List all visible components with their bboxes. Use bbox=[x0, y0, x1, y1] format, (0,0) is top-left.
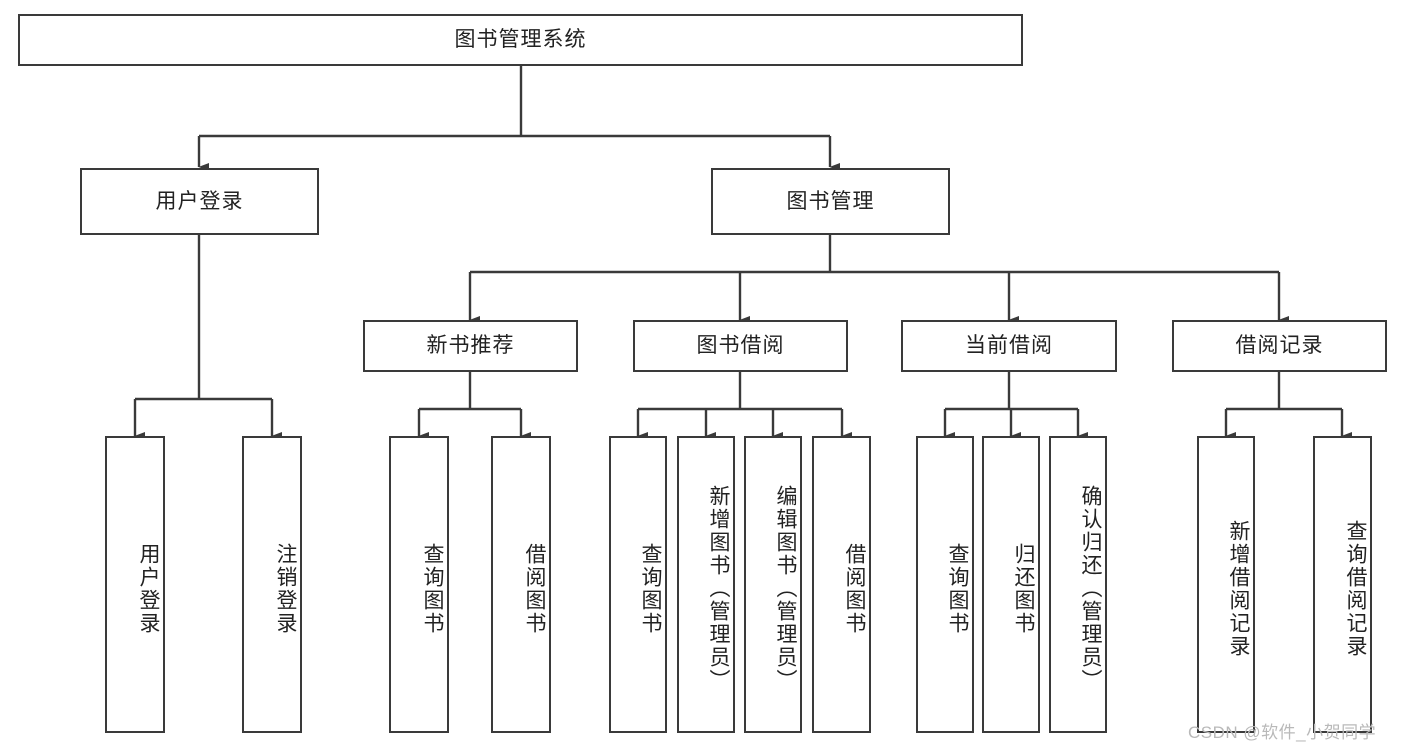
node-leaf-query-book-label: 查询图书 bbox=[639, 542, 662, 635]
csdn-watermark: CSDN @软件_小贺同学 bbox=[1188, 723, 1377, 742]
node-current-borrow[interactable]: 当前借阅 bbox=[901, 320, 1117, 372]
node-leaf-confirm-return-label: 确认归还（管理员） bbox=[1079, 485, 1102, 692]
node-leaf-return-book-label: 归还图书 bbox=[1012, 542, 1035, 635]
node-current-borrow-label: 当前借阅 bbox=[965, 334, 1053, 358]
node-user-login[interactable]: 用户登录 bbox=[80, 168, 319, 235]
node-leaf-user-login-label: 用户登录 bbox=[137, 542, 160, 635]
node-leaf-query-book-cur-label: 查询图书 bbox=[946, 542, 969, 635]
edges-user-login-to-leaves bbox=[133, 235, 283, 441]
node-user-login-label: 用户登录 bbox=[155, 189, 244, 213]
edges-book-borrow-to-leaves bbox=[636, 372, 853, 441]
node-borrow-record-label: 借阅记录 bbox=[1235, 334, 1324, 358]
edges-current-borrow-to-leaves bbox=[943, 372, 1089, 441]
edges-borrow-record-to-leaves bbox=[1224, 372, 1353, 441]
node-book-borrow[interactable]: 图书借阅 bbox=[633, 320, 848, 372]
node-leaf-edit-book[interactable]: 编辑图书（管理员） bbox=[744, 436, 802, 733]
node-leaf-user-logout[interactable]: 注销登录 bbox=[242, 436, 302, 733]
node-book-manage-label: 图书管理 bbox=[786, 189, 875, 213]
node-new-book-recommend-label: 新书推荐 bbox=[426, 334, 515, 358]
node-leaf-borrow-book-rec-label: 借阅图书 bbox=[523, 542, 546, 635]
node-root[interactable]: 图书管理系统 bbox=[18, 14, 1023, 66]
node-leaf-borrow-book-rec[interactable]: 借阅图书 bbox=[491, 436, 551, 733]
node-new-book-recommend[interactable]: 新书推荐 bbox=[363, 320, 578, 372]
node-leaf-query-record-label: 查询借阅记录 bbox=[1344, 519, 1367, 658]
node-leaf-query-book-cur[interactable]: 查询图书 bbox=[916, 436, 974, 733]
node-leaf-add-record[interactable]: 新增借阅记录 bbox=[1197, 436, 1255, 733]
node-leaf-query-book[interactable]: 查询图书 bbox=[609, 436, 667, 733]
node-borrow-record[interactable]: 借阅记录 bbox=[1172, 320, 1387, 372]
node-leaf-return-book[interactable]: 归还图书 bbox=[982, 436, 1040, 733]
node-leaf-add-record-label: 新增借阅记录 bbox=[1227, 519, 1250, 658]
node-leaf-query-book-rec[interactable]: 查询图书 bbox=[389, 436, 449, 733]
node-leaf-query-record[interactable]: 查询借阅记录 bbox=[1313, 436, 1372, 733]
node-leaf-user-login[interactable]: 用户登录 bbox=[105, 436, 165, 733]
node-book-manage[interactable]: 图书管理 bbox=[711, 168, 950, 235]
node-leaf-borrow-book[interactable]: 借阅图书 bbox=[812, 436, 871, 733]
edges-book-manage-to-level3 bbox=[468, 235, 1290, 325]
node-leaf-edit-book-label: 编辑图书（管理员） bbox=[774, 485, 797, 692]
node-leaf-user-logout-label: 注销登录 bbox=[274, 542, 297, 635]
node-leaf-add-book-label: 新增图书（管理员） bbox=[707, 485, 730, 692]
node-leaf-add-book[interactable]: 新增图书（管理员） bbox=[677, 436, 735, 733]
node-book-borrow-label: 图书借阅 bbox=[696, 334, 785, 358]
node-leaf-borrow-book-label: 借阅图书 bbox=[843, 542, 866, 635]
node-root-label: 图书管理系统 bbox=[454, 28, 587, 52]
edges-new-book-to-leaves bbox=[417, 372, 532, 441]
edges-root-to-level2 bbox=[197, 66, 841, 172]
node-leaf-confirm-return[interactable]: 确认归还（管理员） bbox=[1049, 436, 1107, 733]
node-leaf-query-book-rec-label: 查询图书 bbox=[421, 542, 444, 635]
